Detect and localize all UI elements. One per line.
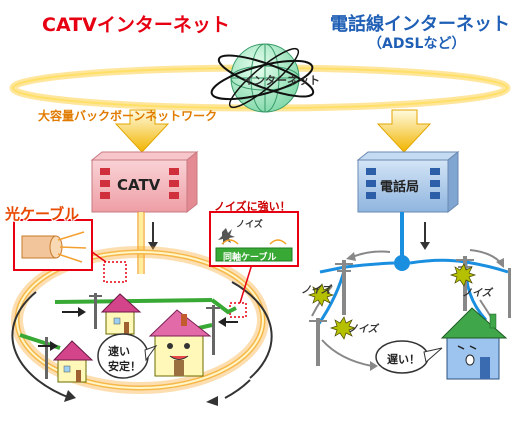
- down-arrow-phone: [376, 109, 432, 153]
- sad-house: [440, 307, 508, 380]
- noise-burst-icon: [329, 316, 357, 340]
- house: [52, 340, 94, 383]
- fiber-ring: [11, 246, 269, 394]
- stable-label: 安定！: [108, 360, 141, 373]
- phone-station-building: [356, 150, 460, 214]
- noise-label: ノイズ: [301, 285, 331, 296]
- fiber-trunk: [137, 212, 145, 274]
- utility-pole: [89, 293, 102, 329]
- slow-label: 遅い！: [387, 353, 420, 366]
- coax-inset: [209, 211, 299, 267]
- fiber-cable-label: 光ケーブル: [5, 205, 80, 223]
- backbone-label: 大容量バックボーンネットワーク: [38, 109, 218, 123]
- black-arrows: [38, 307, 238, 351]
- house: [100, 293, 142, 335]
- speech-bubble-catv: [97, 333, 158, 379]
- phone-station-label: 電話局: [380, 180, 420, 195]
- noise-inset-label: ノイズ: [236, 220, 263, 230]
- phone-internet-title: 電話線インターネット: [330, 14, 510, 35]
- fiber-cable-inset: [13, 219, 93, 271]
- down-arrow-catv: [114, 109, 170, 153]
- fast-label: 速い: [108, 345, 130, 358]
- utility-pole: [508, 268, 511, 318]
- noise-burst-icon: [307, 283, 335, 307]
- circulation-arrows: [11, 281, 273, 406]
- catv-station-building: [90, 150, 199, 214]
- coax-cable-label: 同軸ケーブル: [223, 253, 277, 263]
- utility-pole: [45, 337, 48, 379]
- catv-internet-title: CATVインターネット: [42, 14, 230, 36]
- phone-lines: [316, 258, 509, 326]
- phone-internet-subtitle: （ADSLなど）: [368, 36, 466, 52]
- noise-label: ノイズ: [348, 324, 378, 335]
- speech-bubble-phone: [375, 340, 443, 374]
- catv-station-label: CATV: [117, 176, 161, 194]
- utility-pole: [309, 318, 327, 366]
- internet-label: インターネット: [243, 74, 320, 87]
- utility-pole: [335, 260, 353, 315]
- happy-house: [148, 309, 212, 377]
- noise-label: ノイズ: [462, 288, 492, 299]
- fiber-marker: [103, 261, 127, 283]
- noise-burst-icon: [449, 263, 477, 287]
- utility-pole: [206, 305, 220, 355]
- internet-globe: [210, 43, 315, 113]
- phone-hub: [394, 255, 410, 271]
- noise-resistant-label: ノイズに強い！: [214, 200, 291, 213]
